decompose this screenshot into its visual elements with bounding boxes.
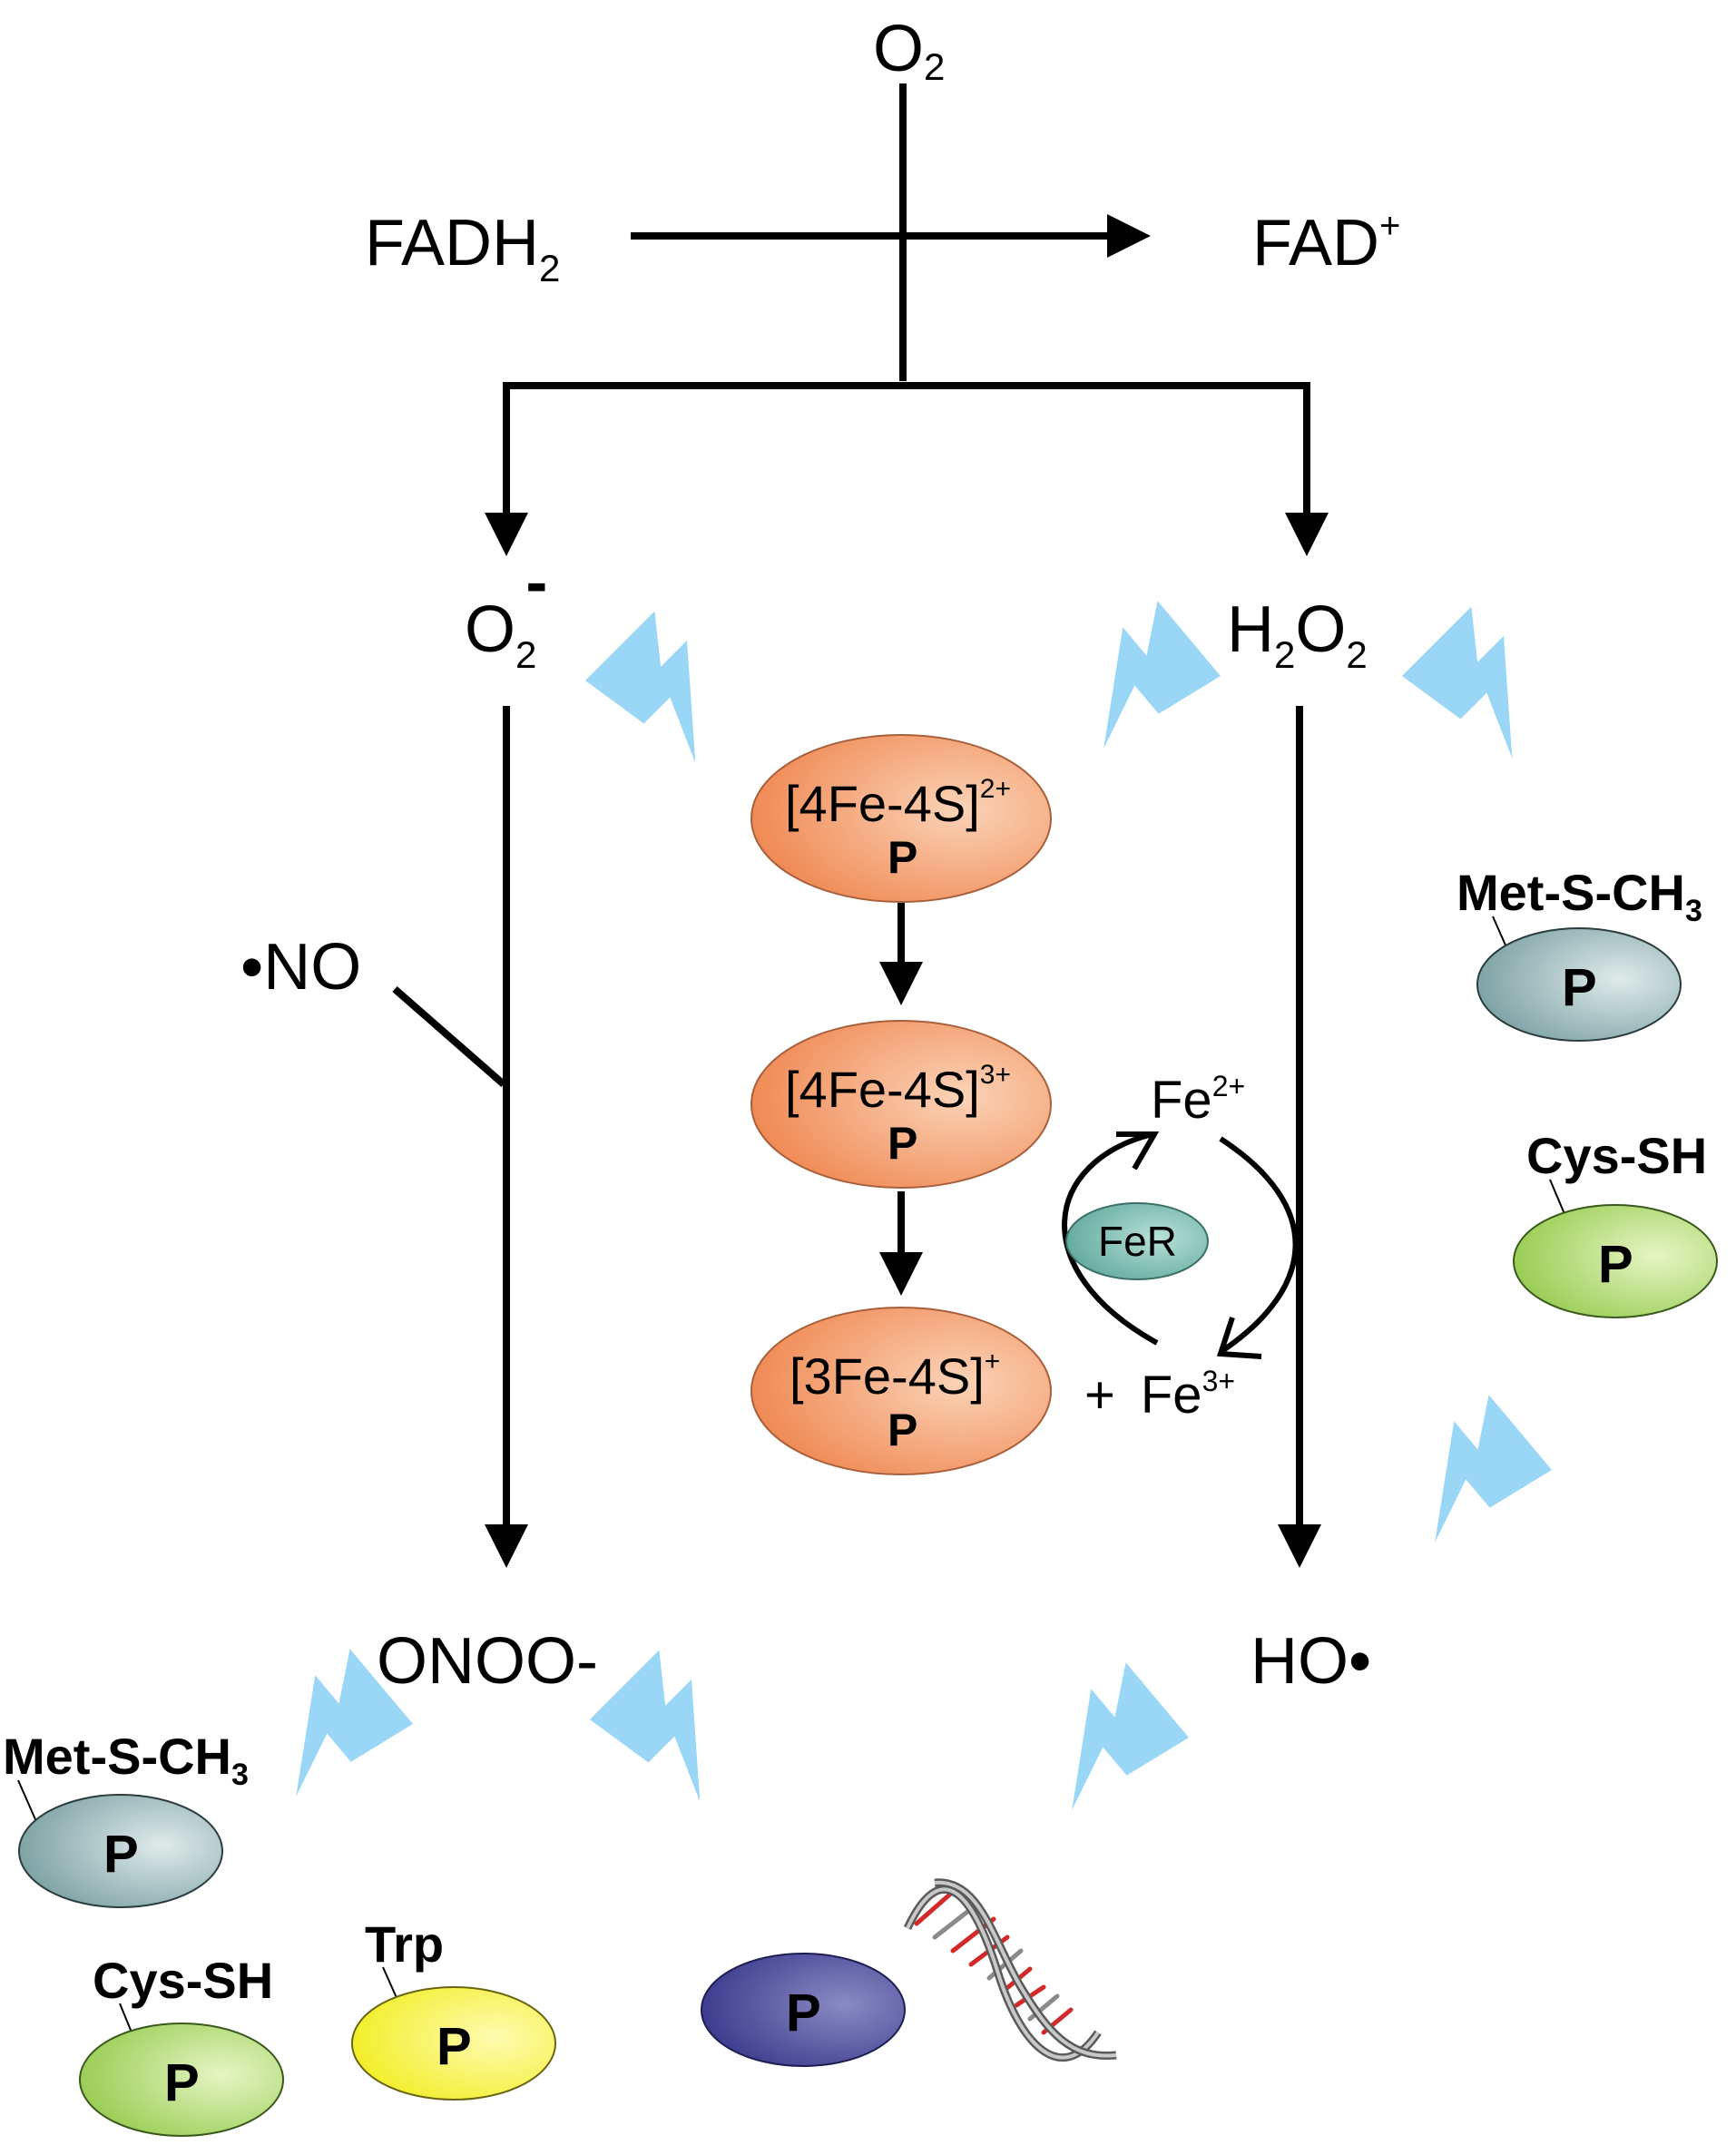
blue-protein: P	[701, 1953, 906, 2067]
svg-text:Met-S-CH3: Met-S-CH3	[1456, 864, 1702, 928]
dna-helix-icon	[903, 1878, 1117, 2062]
superoxide-label: O2-	[465, 546, 547, 676]
bolt-h2o2-cluster	[1052, 599, 1221, 764]
bolt-hydroxyl-dna	[1020, 1660, 1189, 1826]
nitric-oxide-label: •NO	[240, 931, 361, 1004]
cys-protein-right: Cys-SH P	[1513, 1127, 1718, 1318]
svg-text:P: P	[1598, 1235, 1633, 1294]
bolt-superoxide-cluster	[585, 609, 753, 778]
svg-text:P: P	[103, 1825, 139, 1884]
svg-text:P: P	[888, 1118, 917, 1169]
svg-text:Cys-SH: Cys-SH	[1526, 1127, 1707, 1184]
svg-text:P: P	[888, 1405, 917, 1455]
cluster-ellipse	[750, 1020, 1052, 1189]
svg-text:P: P	[888, 832, 917, 883]
svg-text:P: P	[436, 2017, 472, 2076]
bolt-h2o2-met	[1402, 604, 1570, 773]
svg-text:FeR: FeR	[1098, 1218, 1177, 1265]
cluster-3plus: [4Fe-4S]3+ P	[750, 1020, 1052, 1189]
svg-text:Cys-SH: Cys-SH	[93, 1952, 273, 2009]
fe2-arrowhead	[1116, 1131, 1160, 1170]
svg-text:[4Fe-4S]3+: [4Fe-4S]3+	[785, 1060, 1011, 1118]
bolt-peroxynitrite-blue	[590, 1648, 758, 1817]
fadh2-label: FADH2	[365, 207, 560, 289]
cys-protein-left: Cys-SH P	[79, 1952, 284, 2137]
hydroxyl-label: HO•	[1251, 1625, 1371, 1698]
cluster-ellipse	[750, 734, 1052, 903]
svg-text:Trp: Trp	[365, 1915, 444, 1973]
nitric-oxide-join-line	[392, 985, 506, 1088]
fe3-to-fe2-arc	[1062, 1131, 1159, 1346]
o2-label: O2	[873, 13, 945, 88]
bolt-hydroxyl-cys	[1383, 1393, 1552, 1558]
ferric-reductase: FeR	[1065, 1202, 1209, 1280]
svg-text:Met-S-CH3: Met-S-CH3	[3, 1728, 249, 1792]
cluster-2plus: [4Fe-4S]2+ P	[750, 734, 1052, 903]
cluster-3fe-plus: [3Fe-4S]+ P	[750, 1307, 1052, 1475]
svg-text:[3Fe-4S]+: [3Fe-4S]+	[790, 1347, 1000, 1405]
fe2-label: Fe2+	[1151, 1070, 1245, 1130]
fad-label: FAD+	[1252, 206, 1400, 279]
trp-protein: Trp P	[351, 1915, 556, 2101]
cluster-ellipse	[750, 1307, 1052, 1475]
svg-text:P: P	[164, 2053, 200, 2112]
svg-text:P: P	[1562, 958, 1597, 1017]
met-protein-left: Met-S-CH3 P	[3, 1728, 249, 1908]
h2o2-label: H2O2	[1227, 593, 1368, 676]
fe3-label: +Fe3+	[1084, 1365, 1235, 1425]
met-protein-right: Met-S-CH3 P	[1456, 864, 1702, 1042]
reaction-arrows	[392, 83, 1329, 1568]
svg-text:P: P	[786, 1983, 821, 2042]
fe2-to-fe3-arc	[1219, 1136, 1299, 1355]
iron-redox-cycle	[1062, 1131, 1299, 1359]
fe3-arrowhead	[1216, 1317, 1262, 1359]
branch-line	[503, 382, 1310, 544]
peroxynitrite-label: ONOO-	[377, 1625, 598, 1698]
svg-text:[4Fe-4S]2+: [4Fe-4S]2+	[785, 774, 1011, 832]
